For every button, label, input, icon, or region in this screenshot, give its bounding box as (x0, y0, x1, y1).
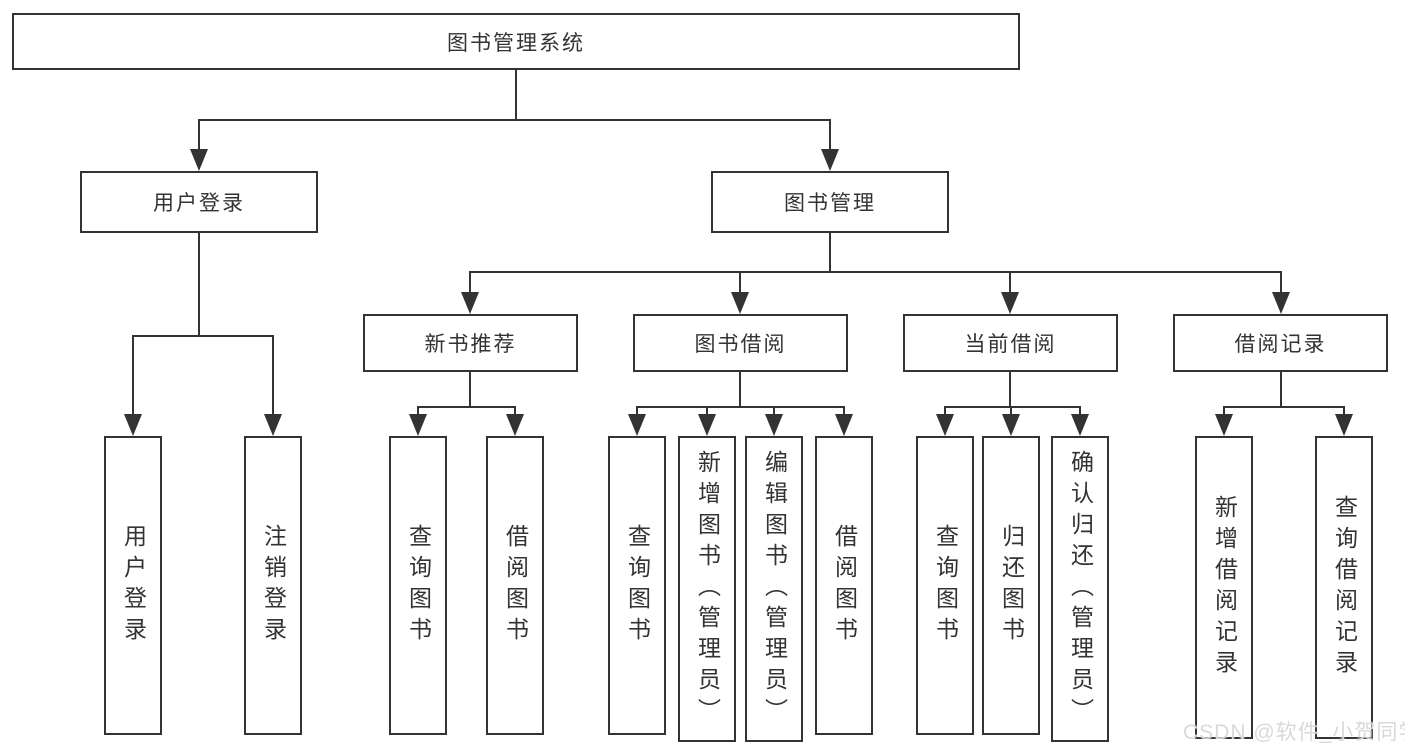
arrow-down-icon (1001, 292, 1019, 314)
leaf-logout-label: 注销登录 (260, 523, 287, 648)
connector-stub (1223, 406, 1225, 418)
arrow-down-icon (461, 292, 479, 314)
node-borrow-records: 借阅记录 (1173, 314, 1388, 372)
node-user-login: 用户登录 (80, 171, 318, 233)
node-book-borrow: 图书借阅 (633, 314, 848, 372)
connector-stub (773, 406, 775, 418)
connector-stub (843, 406, 845, 418)
leaf-user-login: 用户登录 (104, 436, 162, 735)
arrow-down-icon (1215, 414, 1233, 436)
connector-drop-new-book-recommend (469, 271, 471, 294)
connector-user-login-rail (132, 335, 274, 337)
connector-drop-leaf-logout (272, 335, 274, 416)
node-user-login-label: 用户登录 (153, 192, 245, 215)
connector-recommend-stem (469, 372, 471, 408)
arrow-down-icon (698, 414, 716, 436)
leaf-borrow-books-recommend-label: 借阅图书 (502, 523, 529, 648)
arrow-down-icon (821, 149, 839, 171)
node-new-book-recommend: 新书推荐 (363, 314, 578, 372)
arrow-down-icon (190, 149, 208, 171)
arrow-down-icon (1071, 414, 1089, 436)
node-root-label: 图书管理系统 (447, 31, 585, 55)
connector-stub (1079, 406, 1081, 418)
connector-records-rail (1223, 406, 1345, 408)
arrow-down-icon (765, 414, 783, 436)
connector-records-stem (1280, 372, 1282, 408)
leaf-query-books-recommend: 查询图书 (389, 436, 447, 735)
connector-stub (514, 406, 516, 418)
leaf-add-book-admin-label: 新增图书（管理员） (694, 449, 721, 729)
arrow-down-icon (264, 414, 282, 436)
node-borrow-records-label: 借阅记录 (1234, 333, 1327, 356)
leaf-logout: 注销登录 (244, 436, 302, 735)
connector-user-login-stem (198, 233, 200, 337)
leaf-borrow-books-label: 借阅图书 (831, 523, 858, 648)
node-current-borrow-label: 当前借阅 (964, 333, 1057, 356)
connector-drop-leaf-user-login (132, 335, 134, 416)
connector-stub (417, 406, 419, 418)
connector-drop-current-borrow (1009, 271, 1011, 294)
connector-level3-rail (469, 271, 1282, 273)
connector-level2-rail (198, 119, 831, 121)
node-current-borrow: 当前借阅 (903, 314, 1118, 372)
arrow-down-icon (1335, 414, 1353, 436)
leaf-query-books-current-label: 查询图书 (932, 523, 959, 648)
leaf-confirm-return-admin: 确认归还（管理员） (1051, 436, 1109, 742)
connector-drop-book-management (829, 119, 831, 151)
leaf-query-borrow-record: 查询借阅记录 (1315, 436, 1373, 739)
connector-drop-borrow-records (1280, 271, 1282, 294)
connector-stub (1343, 406, 1345, 418)
arrow-down-icon (628, 414, 646, 436)
leaf-edit-book-admin-label: 编辑图书（管理员） (761, 449, 788, 729)
arrow-down-icon (124, 414, 142, 436)
connector-current-stem (1009, 372, 1011, 408)
connector-recommend-rail (417, 406, 516, 408)
connector-stub (1010, 406, 1012, 418)
arrow-down-icon (835, 414, 853, 436)
node-root: 图书管理系统 (12, 13, 1020, 70)
leaf-add-borrow-record: 新增借阅记录 (1195, 436, 1253, 739)
connector-book-management-stem (829, 233, 831, 273)
connector-stub (636, 406, 638, 418)
leaf-add-borrow-record-label: 新增借阅记录 (1211, 494, 1238, 681)
connector-stub (706, 406, 708, 418)
node-book-management: 图书管理 (711, 171, 949, 233)
leaf-add-book-admin: 新增图书（管理员） (678, 436, 736, 742)
leaf-query-books-borrow-label: 查询图书 (624, 523, 651, 648)
connector-drop-book-borrow (739, 271, 741, 294)
leaf-return-book-label: 归还图书 (998, 523, 1025, 648)
connector-drop-user-login (198, 119, 200, 151)
watermark-text: CSDN @软件_小贺同学 (1183, 721, 1405, 744)
arrow-down-icon (1272, 292, 1290, 314)
leaf-query-borrow-record-label: 查询借阅记录 (1331, 494, 1358, 681)
node-book-borrow-label: 图书借阅 (694, 333, 787, 356)
node-new-book-recommend-label: 新书推荐 (424, 333, 517, 356)
leaf-borrow-books: 借阅图书 (815, 436, 873, 735)
arrow-down-icon (506, 414, 524, 436)
leaf-borrow-books-recommend: 借阅图书 (486, 436, 544, 735)
connector-stub (944, 406, 946, 418)
leaf-return-book: 归还图书 (982, 436, 1040, 735)
leaf-confirm-return-admin-label: 确认归还（管理员） (1067, 449, 1094, 729)
leaf-query-books-recommend-label: 查询图书 (405, 523, 432, 648)
arrow-down-icon (936, 414, 954, 436)
leaf-edit-book-admin: 编辑图书（管理员） (745, 436, 803, 742)
leaf-query-books-borrow: 查询图书 (608, 436, 666, 735)
arrow-down-icon (731, 292, 749, 314)
connector-borrow-stem (739, 372, 741, 408)
arrow-down-icon (409, 414, 427, 436)
connector-current-rail (944, 406, 1081, 408)
node-book-management-label: 图书管理 (784, 192, 876, 215)
arrow-down-icon (1002, 414, 1020, 436)
connector-root-stem (515, 70, 517, 121)
leaf-user-login-label: 用户登录 (120, 523, 147, 648)
connector-borrow-rail (636, 406, 845, 408)
leaf-query-books-current: 查询图书 (916, 436, 974, 735)
